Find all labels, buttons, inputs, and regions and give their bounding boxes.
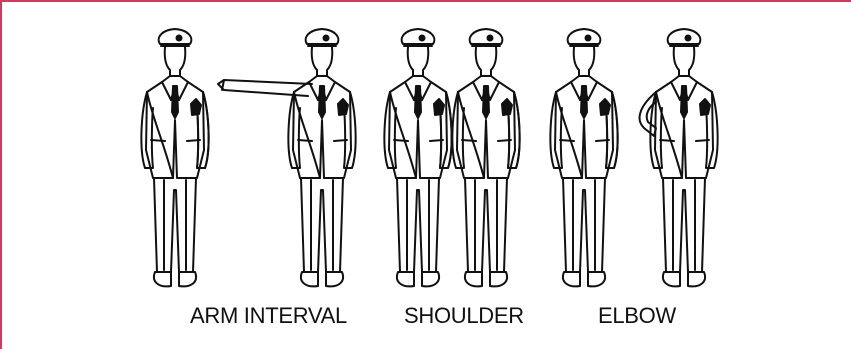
head — [476, 47, 497, 76]
head — [674, 47, 695, 76]
head — [574, 47, 595, 76]
shoes — [154, 272, 196, 286]
cap-icon — [568, 29, 601, 46]
label-elbow: ELBOW — [598, 303, 676, 329]
figure-5-standing — [550, 29, 617, 286]
cap-icon — [668, 29, 701, 46]
cap-icon — [470, 29, 503, 46]
figure-4-standing — [452, 29, 519, 286]
cap-icon — [402, 29, 435, 46]
head — [408, 47, 429, 76]
trousers — [465, 178, 507, 272]
label-shoulder: SHOULDER — [404, 303, 524, 329]
shoes — [397, 272, 439, 286]
shoes — [465, 272, 507, 286]
trousers — [301, 178, 343, 272]
trousers — [563, 178, 605, 272]
trousers — [663, 178, 705, 272]
cap-icon — [159, 29, 192, 46]
figure-3-standing — [384, 29, 451, 286]
trousers — [397, 178, 439, 272]
figure-6-hand-on-hip — [640, 29, 718, 286]
shoes — [663, 272, 705, 286]
trousers — [154, 178, 196, 272]
shoes — [301, 272, 343, 286]
label-arm-interval: ARM INTERVAL — [190, 303, 347, 329]
head — [312, 47, 333, 76]
cap-icon — [306, 29, 339, 46]
figure-2-arm-extended — [218, 29, 356, 286]
figure-1-standing — [141, 29, 208, 286]
shoes — [563, 272, 605, 286]
arm-right-extended — [218, 80, 312, 96]
head — [165, 47, 186, 76]
